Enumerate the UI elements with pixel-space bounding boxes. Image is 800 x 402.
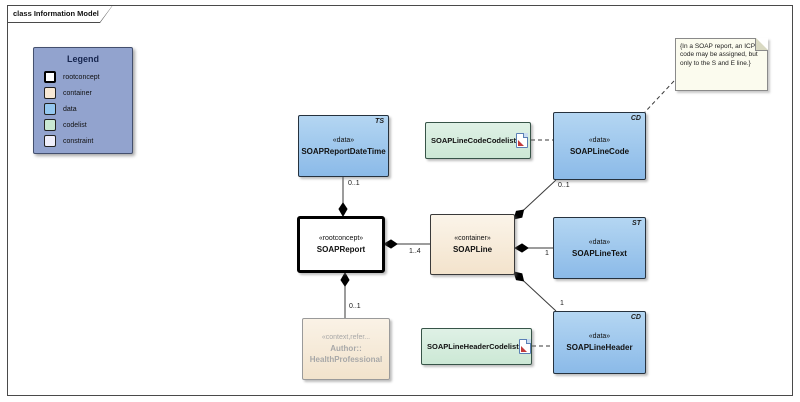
class-name: SOAPReport — [316, 245, 366, 254]
diagram-frame — [7, 5, 793, 396]
legend-title: Legend — [66, 54, 99, 64]
stereotype: «data» — [588, 136, 611, 144]
legend-label: data — [63, 105, 77, 113]
class-name: SOAPLineCodeCodelist — [431, 136, 517, 145]
note-fold-corner — [756, 38, 768, 50]
class-soaplinecode[interactable]: CD «data» SOAPLineCode — [553, 112, 646, 180]
class-soaplinecodecodelist[interactable]: SOAPLineCodeCodelist — [425, 122, 531, 159]
stereotype: «rootconcept» — [318, 235, 364, 242]
type-tag: TS — [375, 118, 384, 125]
class-name: SOAPLine — [452, 245, 493, 254]
stereotype: «data» — [588, 333, 611, 340]
stereotype: «data» — [588, 238, 611, 246]
note-text: {In a SOAP report, an ICPC code may be a… — [680, 43, 760, 67]
multiplicity-report-author: 0..1 — [349, 303, 361, 310]
stereotype: «container» — [454, 235, 491, 242]
class-name: SOAPLineCode — [569, 146, 630, 156]
class-name-line2: HealthProfessional — [309, 355, 383, 364]
class-author-healthprofessional[interactable]: «context,refer... Author:: HealthProfess… — [302, 318, 390, 380]
codelist-swatch — [44, 119, 56, 131]
diagram-title: class Information Model — [8, 6, 112, 22]
class-soapline[interactable]: «container» SOAPLine — [430, 214, 515, 275]
class-soaplineheadercodelist[interactable]: SOAPLineHeaderCodelist — [421, 328, 532, 365]
stereotype: «context,refer... — [321, 334, 371, 341]
codelist-doc-icon — [516, 133, 529, 148]
legend-label: codelist — [63, 121, 87, 129]
type-tag: CD — [630, 314, 641, 321]
codelist-doc-icon — [518, 339, 531, 354]
diagram-title-tab: class Information Model — [7, 5, 113, 23]
multiplicity-line-code: 0..1 — [558, 182, 570, 189]
legend-label: constraint — [63, 137, 94, 145]
class-name: SOAPReportDateTime — [301, 146, 386, 156]
legend-item-container: container — [34, 85, 132, 101]
class-soaplineheader[interactable]: CD «data» SOAPLineHeader — [553, 311, 646, 374]
stereotype: «data» — [332, 136, 355, 144]
class-name: SOAPLineHeader — [566, 343, 633, 352]
class-name-line1: Author:: — [330, 344, 362, 353]
class-name: SOAPLineText — [572, 248, 627, 258]
multiplicity-report-line: 1..4 — [409, 248, 421, 255]
rootconcept-swatch — [44, 71, 56, 83]
class-soapreportdatetime[interactable]: TS «data» SOAPReportDateTime — [298, 115, 389, 177]
class-soapreport[interactable]: «rootconcept» SOAPReport — [297, 216, 385, 273]
type-tag: ST — [632, 220, 641, 227]
legend-item-data: data — [34, 101, 132, 117]
legend-panel: Legend rootconcept container data codeli… — [33, 47, 133, 154]
note-soap-icpc[interactable]: {In a SOAP report, an ICPC code may be a… — [675, 38, 768, 91]
class-soaplinetext[interactable]: ST «data» SOAPLineText — [553, 217, 646, 279]
data-swatch — [44, 103, 56, 115]
type-tag: CD — [630, 115, 641, 122]
legend-label: rootconcept — [63, 73, 100, 81]
legend-item-rootconcept: rootconcept — [34, 69, 132, 85]
multiplicity-line-header: 1 — [560, 300, 564, 307]
legend-label: container — [63, 89, 92, 97]
legend-item-codelist: codelist — [34, 117, 132, 133]
class-name: SOAPLineHeaderCodelist — [427, 342, 519, 351]
multiplicity-line-text: 1 — [545, 250, 549, 257]
multiplicity-report-datetime: 0..1 — [348, 180, 360, 187]
legend-item-constraint: constraint — [34, 133, 132, 149]
constraint-swatch — [44, 135, 56, 147]
container-swatch — [44, 87, 56, 99]
